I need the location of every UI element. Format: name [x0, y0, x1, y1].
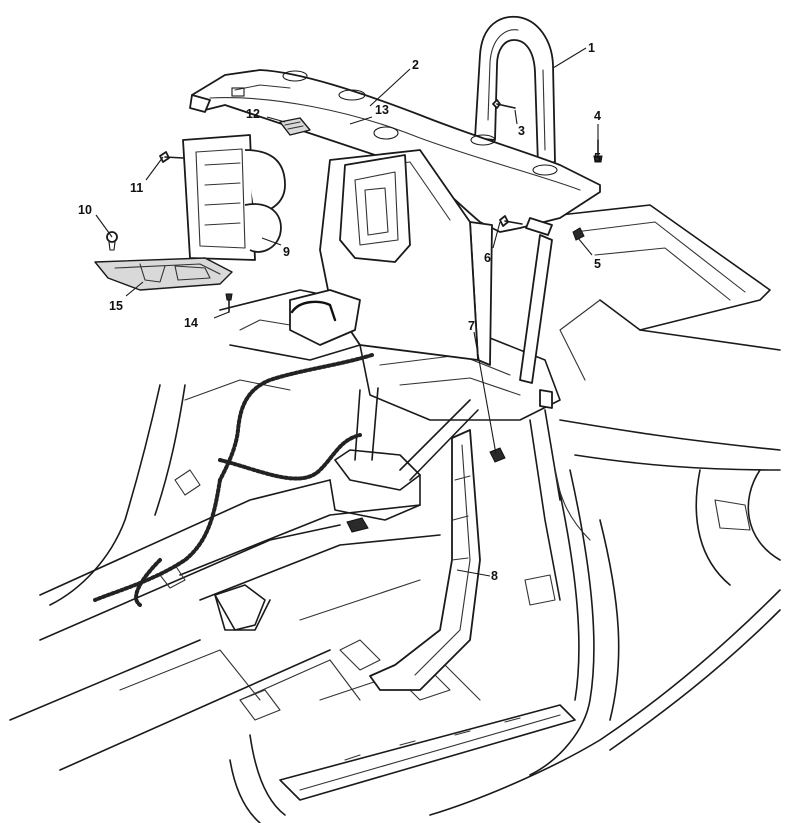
- callout-labels: 1 2 3 4 5 5 6 7 8 9 10 11 12 13 14 15: [78, 41, 601, 583]
- callout-5b: 5: [594, 151, 601, 165]
- part-9-storage-bin: [182, 134, 286, 261]
- callout-3: 3: [518, 124, 525, 138]
- callout-4: 4: [594, 109, 601, 123]
- fasteners: [106, 99, 603, 463]
- callout-10: 10: [78, 203, 92, 217]
- wiring-harness: [93, 353, 374, 607]
- callout-6: 6: [484, 251, 491, 265]
- part-15-lamp-trim: [94, 257, 233, 291]
- callout-11: 11: [130, 181, 143, 195]
- leader-lines: [95, 47, 599, 577]
- vehicle-body: [9, 204, 781, 823]
- callout-5a: 5: [594, 257, 601, 271]
- callout-2: 2: [412, 58, 419, 72]
- callout-8: 8: [491, 569, 498, 583]
- callout-12: 12: [246, 107, 260, 121]
- part-1-roll-bar: [474, 15, 556, 166]
- part-12-grille: [279, 117, 311, 136]
- callout-9: 9: [283, 245, 290, 259]
- callout-14: 14: [184, 316, 198, 330]
- callout-7: 7: [468, 319, 475, 333]
- part-8-pillar-trim: [369, 429, 481, 691]
- part-13-bracket: [339, 154, 411, 263]
- callout-1: 1: [588, 41, 595, 55]
- callout-13: 13: [375, 103, 389, 117]
- callout-15: 15: [109, 299, 123, 313]
